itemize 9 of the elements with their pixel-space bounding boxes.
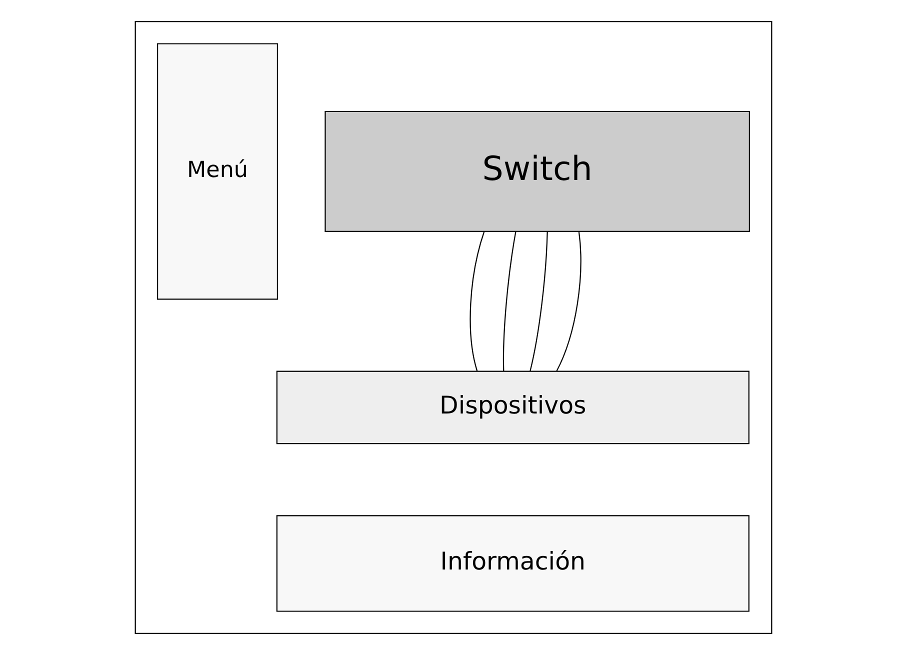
- node-box: Dispositivos: [276, 370, 750, 444]
- connector: [556, 232, 582, 372]
- node-box: Switch: [324, 110, 750, 232]
- connector: [530, 232, 548, 372]
- connector: [470, 231, 485, 372]
- cluster: [134, 21, 772, 634]
- connector: [502, 231, 516, 372]
- node-box: Información: [276, 515, 750, 612]
- node-box: Menú: [156, 43, 278, 300]
